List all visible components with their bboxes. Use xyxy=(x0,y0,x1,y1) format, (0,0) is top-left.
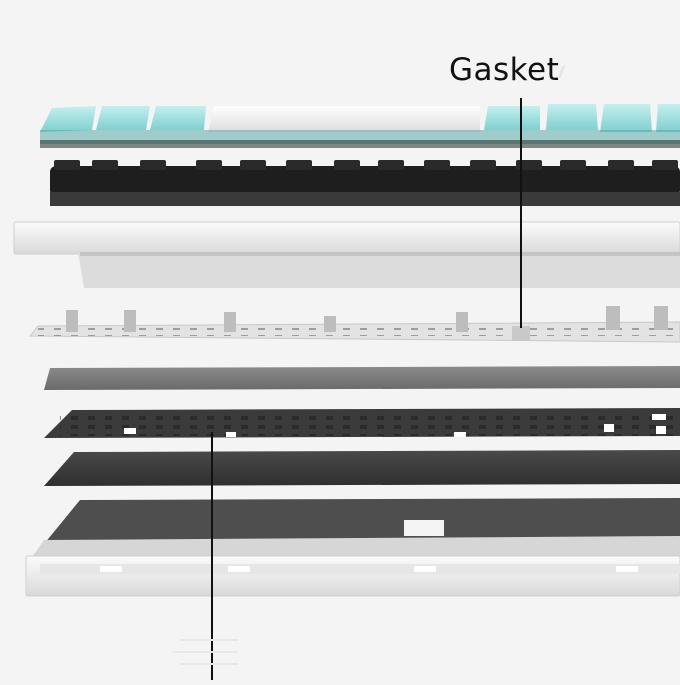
keycap-row xyxy=(40,104,680,148)
bottom-case xyxy=(25,536,680,597)
plate-foam xyxy=(44,366,680,390)
pcb-foam xyxy=(44,450,680,486)
switch-row xyxy=(50,160,680,206)
pcb xyxy=(44,408,680,438)
plate-with-gaskets xyxy=(28,306,680,343)
gasket-label: Gasket xyxy=(449,52,560,88)
gasket-piece xyxy=(512,326,530,340)
top-case xyxy=(13,221,680,288)
faint-lines xyxy=(172,639,238,665)
bottom-foam xyxy=(44,498,680,544)
